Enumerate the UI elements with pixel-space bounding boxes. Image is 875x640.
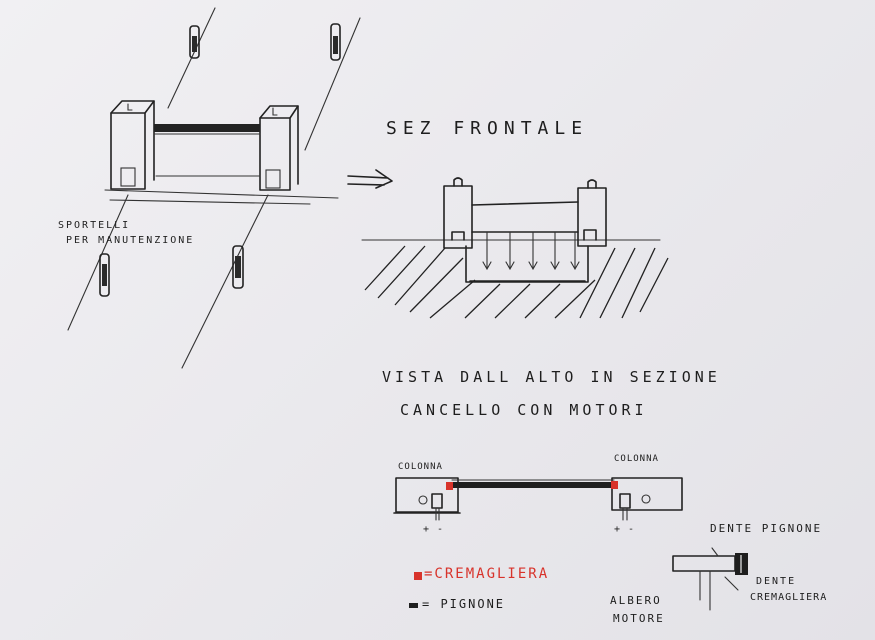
polarity-left-label: + - — [423, 524, 445, 535]
colonna-right-label: COLONNA — [614, 454, 659, 464]
dente-label: DENTE — [756, 576, 797, 587]
sez-frontale-title: SEZ FRONTALE — [386, 118, 589, 139]
polarity-right-label: + - — [614, 524, 636, 535]
colonna-left-label: COLONNA — [398, 462, 443, 472]
motore-label: MOTORE — [613, 612, 665, 625]
legend-red-swatch — [414, 572, 422, 580]
sportelli-label: SPORTELLI — [58, 220, 131, 231]
legend-cremagliera-label: =CREMAGLIERA — [424, 566, 550, 582]
cancello-motori-title: CANCELLO CON MOTORI — [400, 401, 648, 419]
dente-pignone-label: DENTE PIGNONE — [710, 522, 823, 535]
vista-dall-alto-title: VISTA DALL ALTO IN SEZIONE — [382, 368, 721, 386]
perspective-gate-sketch — [67, 7, 361, 369]
ground-hatching — [361, 239, 669, 319]
cremagliera-label: CREMAGLIERA — [750, 592, 828, 603]
manutenzione-label: PER MANUTENZIONE — [66, 235, 195, 246]
albero-label: ALBERO — [610, 594, 662, 607]
top-view-section — [393, 477, 683, 521]
front-section-sketch — [361, 177, 669, 319]
legend-pignone-label: = PIGNONE — [422, 597, 506, 611]
pinion-rack-detail — [672, 547, 748, 611]
arrow-icon — [347, 169, 393, 189]
legend-black-swatch — [409, 603, 418, 608]
